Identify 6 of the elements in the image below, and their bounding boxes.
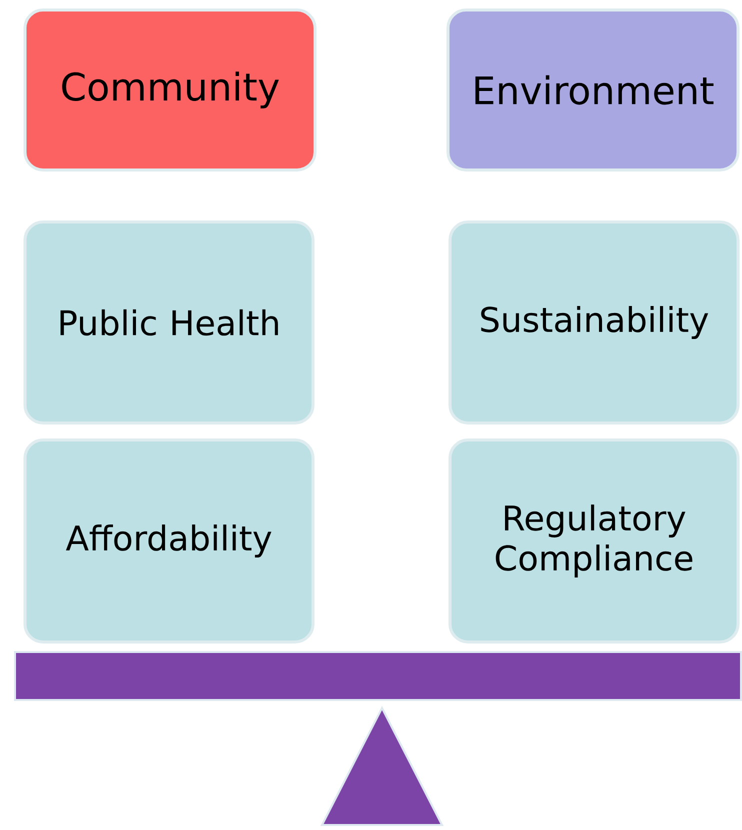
factor-box: Sustainability: [448, 220, 740, 424]
category-box: Community: [24, 8, 316, 172]
factor-box: Regulatory Compliance: [448, 438, 740, 644]
category-box: Environment: [446, 8, 740, 172]
factor-box: Affordability: [24, 438, 314, 644]
factor-box: Public Health: [24, 220, 314, 424]
